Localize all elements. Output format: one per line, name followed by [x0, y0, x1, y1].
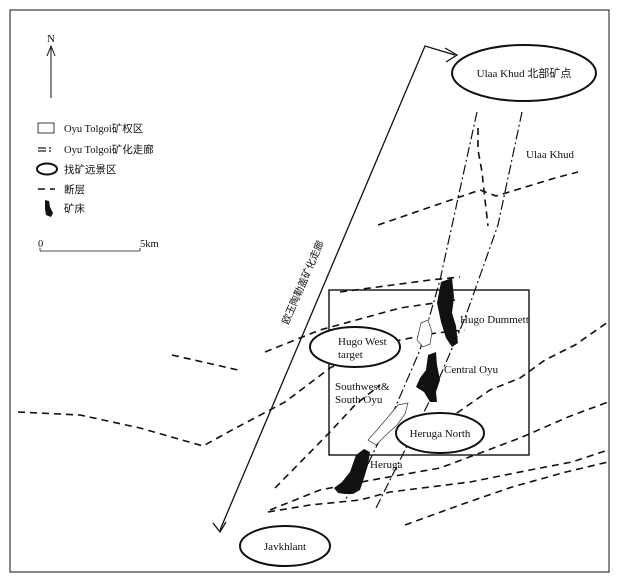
label-southwest-line1: Southwest&	[335, 381, 390, 393]
label-ulaa-khud: Ulaa Khud	[526, 149, 574, 161]
label-ulaa-khud-north: Ulaa Khud 北部矿点	[477, 66, 572, 80]
legend-trend-icon	[38, 147, 51, 152]
prospect-ulaa-khud-north	[451, 44, 597, 102]
label-central-oyu: Central Oyu	[444, 364, 499, 376]
label-southwest-line2: South Oyu	[335, 394, 383, 406]
north-label: N	[47, 33, 55, 45]
prospect-hugo-west	[309, 326, 401, 368]
license-area-boundary	[328, 289, 530, 456]
legend-license-area: Oyu Tolgoi矿权区	[64, 122, 143, 135]
deposit-southwest-south-oyu	[367, 402, 409, 446]
legend-license-area-icon	[37, 122, 55, 134]
north-arrow-icon	[46, 44, 56, 98]
map-frame	[9, 9, 610, 573]
prospect-javkhlant	[239, 525, 331, 567]
legend-prospect: 找矿远景区	[64, 163, 117, 176]
legend-prospect-icon	[36, 162, 58, 176]
legend-deposit-icon	[45, 200, 53, 217]
legend-trend: Oyu Tolgoi矿化走廊	[64, 143, 154, 156]
legend: Oyu Tolgoi矿权区 Oyu Tolgoi矿化走廊 找矿远景区 断层 矿床	[36, 122, 154, 217]
legend-fault: 断层	[64, 183, 85, 196]
label-heruga-north: Heruga North	[410, 428, 471, 440]
deposits	[334, 278, 458, 494]
label-hugo-dummett: Hugo Dummett	[460, 314, 529, 326]
label-hugo-west-line2: target	[338, 349, 363, 361]
prospect-heruga-north	[395, 412, 485, 454]
deposit-hugo-dummett	[437, 278, 458, 347]
scale-end: 5km	[140, 239, 159, 250]
label-javkhlant: Javkhlant	[264, 541, 306, 553]
deposit-heruga	[334, 449, 370, 494]
corridor-arrow	[212, 45, 459, 534]
deposit-central-oyu	[416, 352, 440, 402]
scale-bar	[39, 248, 141, 252]
deposit-hugo-west	[416, 319, 433, 348]
legend-deposit: 矿床	[64, 202, 85, 215]
scale-zero: 0	[38, 239, 43, 250]
corridor-label: 欧玉陶勒盖矿化走廊	[279, 238, 327, 326]
label-hugo-west-line1: Hugo West	[338, 336, 387, 348]
faults	[17, 128, 609, 526]
label-heruga: Heruga	[370, 459, 402, 471]
